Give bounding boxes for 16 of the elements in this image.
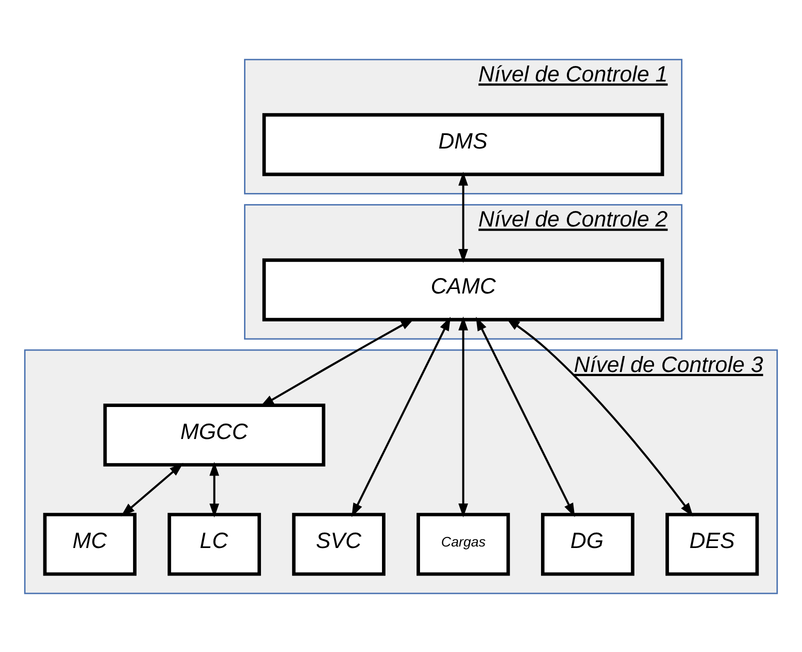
node-box: DG — [541, 512, 634, 576]
arrow — [506, 317, 694, 516]
arrow — [209, 461, 220, 517]
node-box: Cargas — [416, 512, 510, 576]
arrow — [458, 316, 468, 517]
arrow — [458, 171, 468, 262]
arrow — [120, 462, 184, 516]
node-box: MGCC — [103, 403, 326, 466]
node-box: CAMC — [262, 258, 664, 321]
node-box: DMS — [262, 112, 664, 176]
node-box: LC — [168, 512, 261, 576]
node-box: SVC — [292, 512, 386, 576]
node-box: MC — [43, 512, 137, 576]
arrow — [476, 316, 575, 517]
node-box: DES — [665, 512, 759, 576]
arrow — [352, 316, 451, 517]
